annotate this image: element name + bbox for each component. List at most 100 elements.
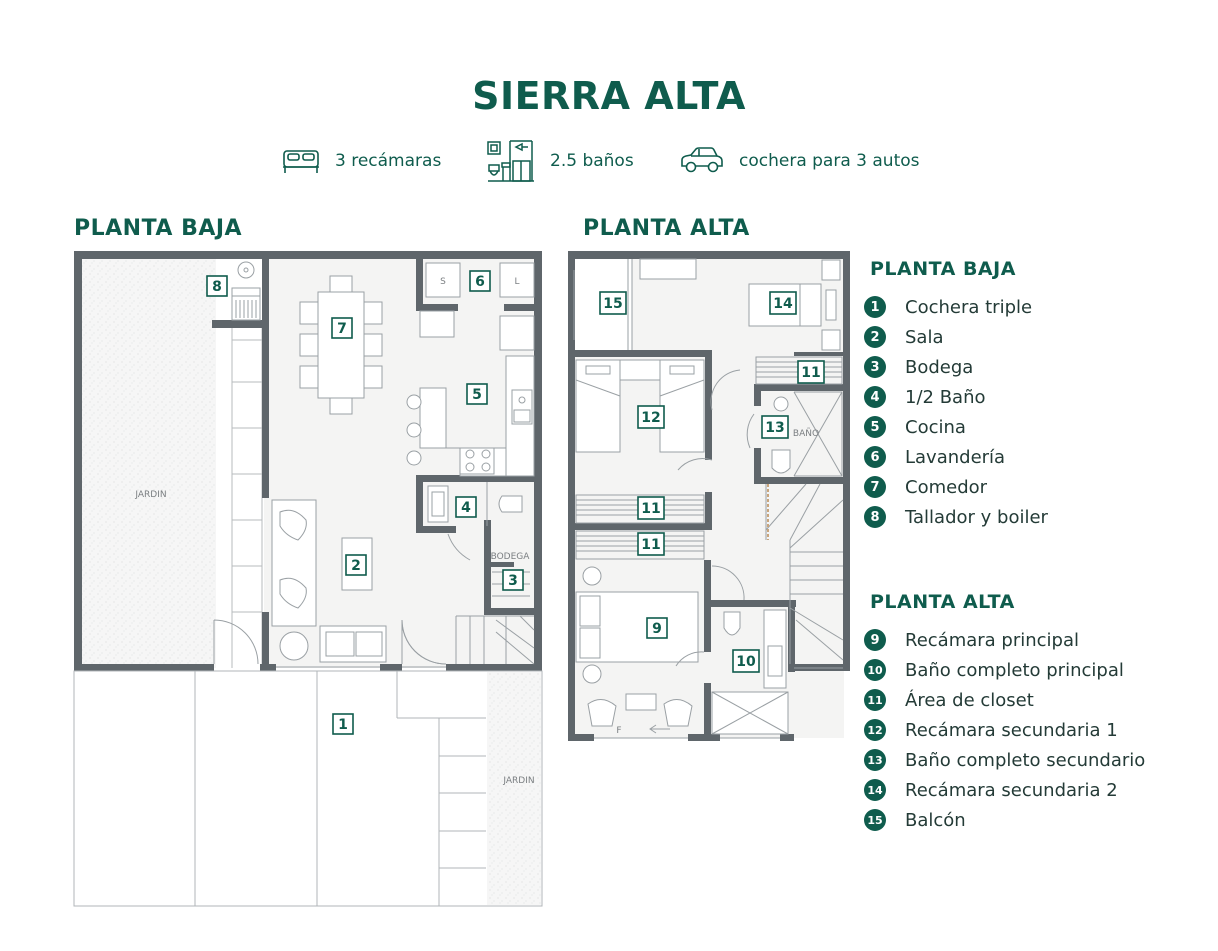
legend-number: 12 — [864, 719, 886, 741]
svg-text:6: 6 — [475, 274, 485, 290]
garden-right-area — [487, 672, 541, 905]
legend-item: 4 1/2 Baño — [864, 382, 1048, 412]
living-room-furniture — [271, 499, 387, 663]
marker-2: 2 — [345, 554, 367, 576]
marker-14: 14 — [769, 291, 797, 315]
bathroom-icon — [487, 140, 534, 182]
legend-label: Comedor — [905, 476, 988, 498]
legend-item: 11 Área de closet — [864, 685, 1145, 715]
legend-label: Recámara secundaria 2 — [905, 779, 1118, 801]
marker-8: 8 — [206, 275, 228, 297]
planta-baja-floorplan: JARDIN — [73, 251, 543, 907]
feature-bathrooms: 2.5 baños — [486, 138, 634, 184]
marker-5: 5 — [466, 383, 488, 405]
legend-number: 3 — [864, 356, 886, 378]
legend-number: 11 — [864, 689, 886, 711]
svg-text:11: 11 — [801, 365, 820, 381]
svg-text:14: 14 — [773, 296, 793, 312]
bodega-label: BODEGA — [491, 552, 531, 562]
legend-label: Cochera triple — [905, 296, 1033, 318]
planta-baja-title: PLANTA BAJA — [74, 216, 243, 241]
legend-label: Tallador y boiler — [905, 506, 1048, 528]
legend-label: Recámara secundaria 1 — [905, 719, 1118, 741]
legend-label: Baño completo principal — [905, 659, 1124, 681]
marker-6: 6 — [469, 270, 491, 292]
svg-text:2: 2 — [351, 558, 361, 574]
bedroom-2-furniture — [639, 258, 841, 351]
marker-15: 15 — [599, 291, 627, 315]
marker-12: 12 — [637, 405, 665, 429]
legend-number: 7 — [864, 476, 886, 498]
balcony-railing — [573, 259, 633, 350]
legend-label: Sala — [905, 326, 944, 348]
legend-item: 1 Cochera triple — [864, 292, 1048, 322]
legend-label: Recámara principal — [905, 629, 1080, 651]
door-swings-planta-baja — [213, 619, 447, 665]
legend-number: 4 — [864, 386, 886, 408]
marker-1: 1 — [332, 713, 354, 735]
legend-item: 9 Recámara principal — [864, 625, 1145, 655]
legend-label: Bodega — [905, 356, 974, 378]
planta-alta-title: PLANTA ALTA — [583, 216, 750, 241]
legend-number: 5 — [864, 416, 886, 438]
legend-number: 2 — [864, 326, 886, 348]
legend-label: Lavandería — [905, 446, 1006, 468]
marker-11-b: 11 — [637, 532, 665, 556]
feature-garage: cochera para 3 autos — [679, 138, 920, 184]
garden-left-area — [78, 255, 216, 668]
garden-left-label: JARDIN — [134, 490, 166, 500]
svg-text:8: 8 — [212, 279, 222, 295]
legend-label: Área de closet — [905, 689, 1034, 711]
garage-area — [73, 670, 543, 907]
side-path — [231, 328, 263, 668]
legend-number: 6 — [864, 446, 886, 468]
feature-bedrooms: 3 recámaras — [281, 138, 441, 184]
svg-text:12: 12 — [641, 410, 660, 426]
marker-7: 7 — [331, 317, 353, 339]
kitchen-fixtures — [406, 315, 535, 477]
dining-table — [299, 275, 383, 415]
door-swings-planta-alta — [675, 369, 755, 667]
legend-number: 1 — [864, 296, 886, 318]
legend-number: 9 — [864, 629, 886, 651]
marker-11-c: 11 — [797, 360, 825, 384]
legend-number: 8 — [864, 506, 886, 528]
marker-10: 10 — [732, 649, 760, 673]
master-bedroom-furniture — [575, 566, 699, 727]
svg-text:9: 9 — [652, 621, 662, 637]
svg-text:13: 13 — [765, 420, 784, 436]
marker-9: 9 — [646, 617, 668, 639]
legend-item: 8 Tallador y boiler — [864, 502, 1048, 532]
legend-label: Balcón — [905, 809, 966, 831]
svg-text:3: 3 — [508, 573, 518, 589]
page-title: SIERRA ALTA — [472, 74, 746, 118]
garden-right-label: JARDIN — [502, 776, 534, 786]
legend-item: 12 Recámara secundaria 1 — [864, 715, 1145, 745]
svg-text:4: 4 — [461, 500, 471, 516]
feature-bathrooms-text: 2.5 baños — [550, 151, 634, 171]
legend-label: Cocina — [905, 416, 966, 438]
svg-text:11: 11 — [641, 501, 660, 517]
boiler-room-fixtures — [231, 261, 261, 321]
legend-planta-alta-title: PLANTA ALTA — [870, 591, 1015, 613]
laundry-machines — [419, 262, 535, 338]
half-bath-fixtures — [427, 482, 523, 526]
svg-text:5: 5 — [472, 387, 482, 403]
feature-garage-text: cochera para 3 autos — [739, 151, 920, 171]
svg-text:7: 7 — [337, 321, 347, 337]
master-bath-fixtures — [711, 609, 789, 735]
legend-item: 2 Sala — [864, 322, 1048, 352]
bath-secondary-fixtures — [771, 391, 843, 477]
walls-planta-baja — [74, 251, 542, 671]
car-icon — [681, 147, 723, 173]
marker-13: 13 — [761, 415, 789, 439]
legend-label: Baño completo secundario — [905, 749, 1146, 771]
feature-bedrooms-text: 3 recámaras — [335, 151, 442, 171]
legend-item: 6 Lavandería — [864, 442, 1048, 472]
legend-label: 1/2 Baño — [905, 386, 986, 408]
